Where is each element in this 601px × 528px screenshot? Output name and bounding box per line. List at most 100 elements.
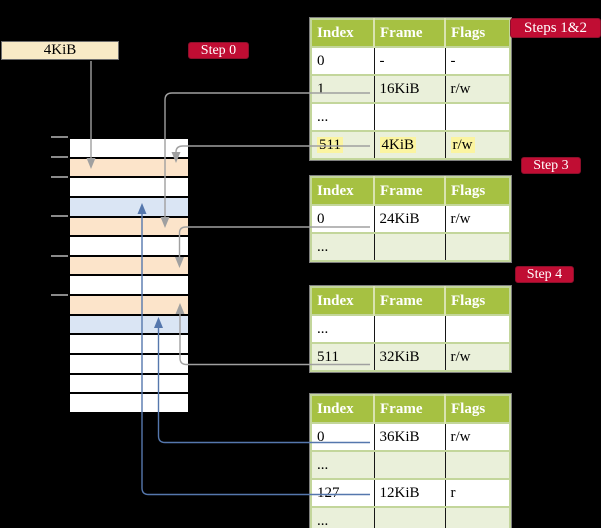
table-cell: ... [317,320,329,337]
table-cell: ... [317,108,329,125]
column-header-flags: Flags [444,287,510,315]
column-header-index: Index [311,19,374,47]
step0-text: Step 0 [200,42,237,58]
table-row: ... [311,451,510,479]
step3-text: Step 3 [533,157,569,173]
table-row: 511 4KiB r/w [311,131,510,159]
memory-row-7-white [70,274,188,295]
memory-row-5-white [70,235,188,255]
memory-row-9-blue [70,313,188,334]
table-cell [373,451,445,479]
memory-row-11-white [70,353,188,373]
steps-1-2-text: Steps 1&2 [524,19,587,36]
memory-row-6-peach [70,254,188,275]
table-cell: 24KiB [373,205,445,233]
table-cell [373,103,445,131]
memory-row-13-white [70,392,188,412]
memory-row-2-white [70,176,188,196]
column-header-index: Index [311,395,374,423]
highlighted-value: 4KiB [379,136,417,153]
frame-4kib-box: 4KiB [1,41,119,60]
step4-text: Step 4 [526,266,563,282]
tick-mark [51,156,68,158]
tick-mark [51,215,68,217]
memory-row-1-peach [70,156,188,177]
step4-badge: Step 4 [515,266,574,283]
table-cell: r/w [444,131,510,159]
tick-mark [51,176,68,178]
table-cell: 12KiB [373,479,445,507]
table-cell: r/w [444,343,510,371]
highlighted-value: 511 [317,136,343,153]
column-header-flags: Flags [444,177,510,205]
column-header-frame: Frame [373,19,445,47]
table-cell: 36KiB [373,423,445,451]
table-cell: 127 [317,484,340,501]
table-cell: r/w [444,205,510,233]
step0-badge: Step 0 [188,42,249,59]
memory-row-3-blue [70,195,188,216]
column-header-flags: Flags [444,19,510,47]
column-header-frame: Frame [373,287,445,315]
table-cell [444,315,510,343]
table-cell [444,233,510,261]
column-header-index: Index [311,177,374,205]
table-cell: ... [317,238,329,255]
table-cell: 0 [317,210,325,227]
table-cell: r/w [444,75,510,103]
table-cell [373,315,445,343]
memory-row-8-peach [70,294,188,314]
table-cell: 511 [311,131,374,159]
table-row: ... [311,103,510,131]
column-header-frame: Frame [373,395,445,423]
frame-4kib-label: 4KiB [43,42,77,58]
memory-row-12-white [70,372,188,393]
memory-row-0-white [70,139,188,157]
column-header-flags: Flags [444,395,510,423]
table-row: ... [311,507,510,528]
table-cell [373,233,445,261]
tick-mark [51,294,68,296]
memory-row-4-peach [70,215,188,236]
table-cell: 32KiB [373,343,445,371]
table-cell: - [444,47,510,75]
table-cell: ... [317,456,329,473]
table-row: ... [311,315,510,343]
table-cell: 511 [317,348,339,365]
table-cell: r/w [444,423,510,451]
table-cell: r [444,479,510,507]
memory-row-10-white [70,333,188,354]
column-header-index: Index [311,287,374,315]
highlighted-value: r/w [450,136,475,153]
table-cell: 4KiB [373,131,445,159]
table-cell [444,451,510,479]
steps-1-2-badge: Steps 1&2 [510,18,601,38]
table-row: 0 -- [311,47,510,75]
table-cell [373,507,445,528]
tick-mark [51,136,68,138]
step3-badge: Step 3 [521,157,581,174]
table-cell [444,103,510,131]
column-header-frame: Frame [373,177,445,205]
table-cell: ... [317,512,329,528]
table-cell: - [373,47,445,75]
table-cell: 16KiB [373,75,445,103]
table-cell [444,507,510,528]
table-row: ... [311,233,510,261]
table-cell: 0 [317,52,325,69]
memory-stack [68,137,190,414]
